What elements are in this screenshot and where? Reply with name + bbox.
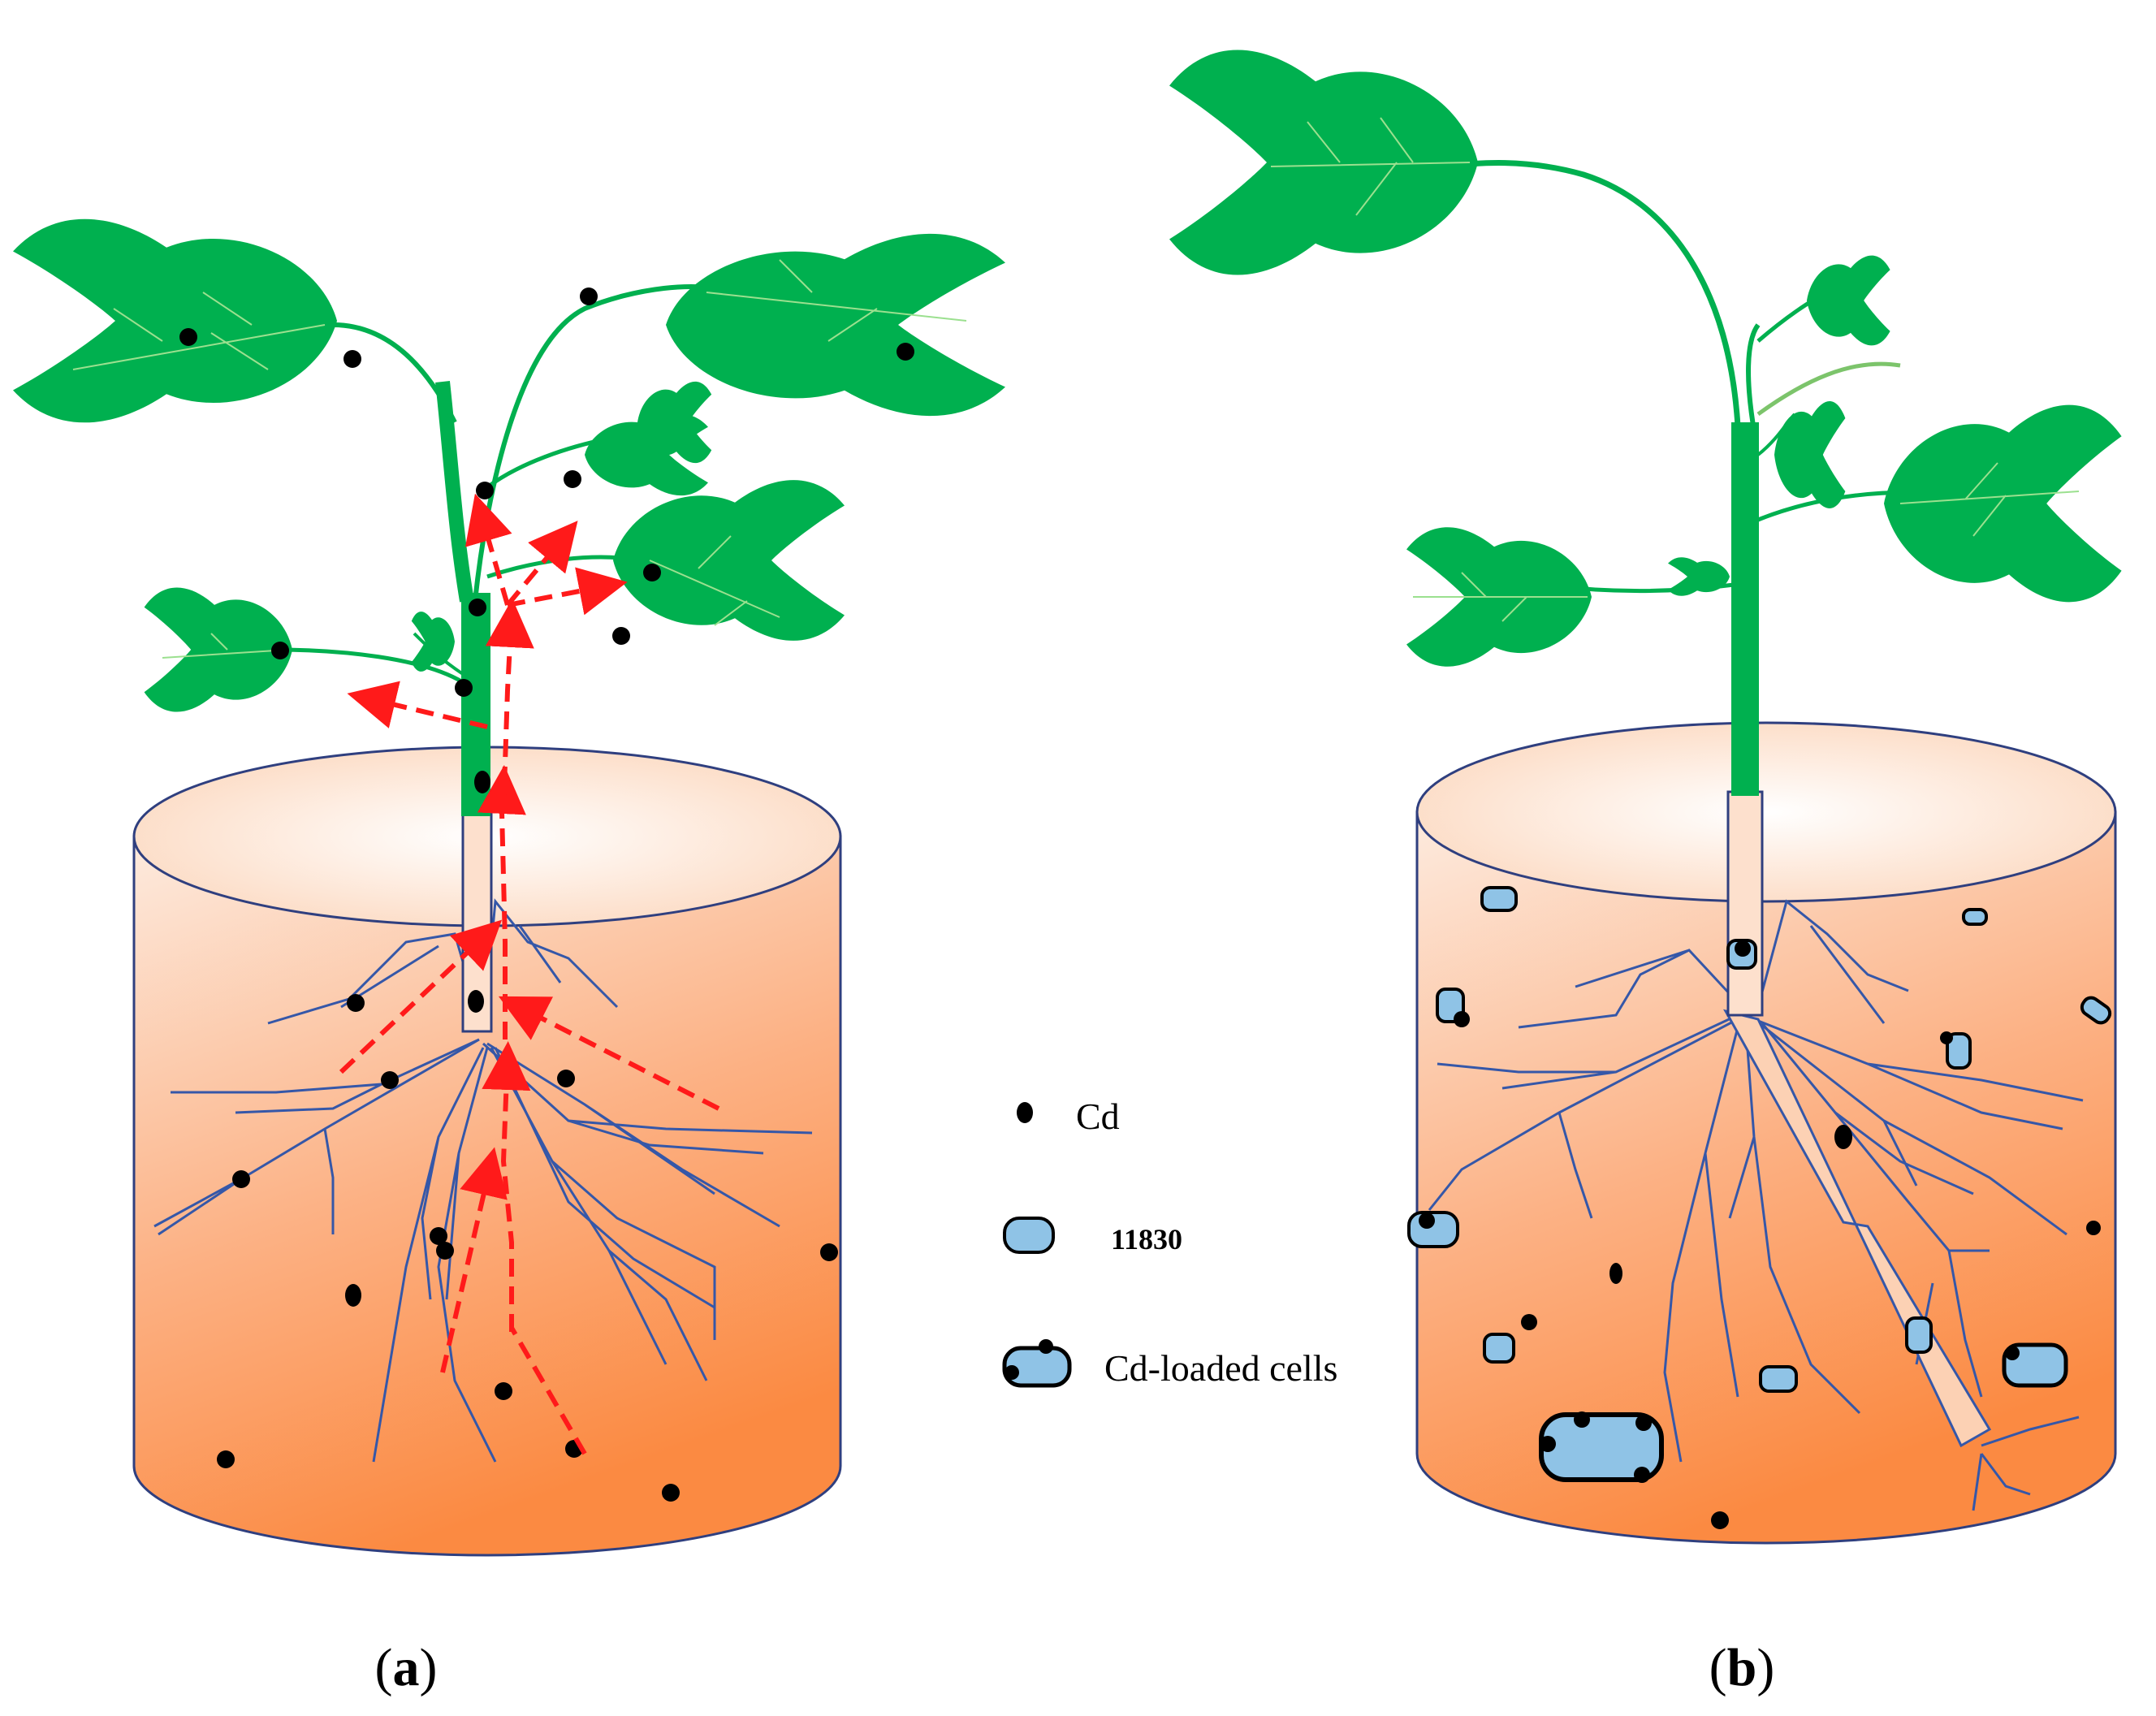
loaded-cell	[2002, 1342, 2068, 1388]
cd-particle	[469, 599, 486, 616]
cd-particle	[2086, 1221, 2101, 1235]
cd-particle	[1454, 1011, 1470, 1027]
leaf-a-mid-right	[613, 480, 845, 641]
bacterial-cell	[1905, 1316, 1933, 1354]
cd-particle	[232, 1170, 250, 1188]
cd-particles-b	[1419, 940, 2101, 1529]
cd-particle	[662, 1484, 680, 1502]
leaf-b-bud	[1668, 557, 1730, 596]
cd-particle	[468, 990, 484, 1013]
leaf-veins-b	[1270, 117, 2080, 622]
legend-loaded-label: Cd-loaded cells	[1104, 1347, 1337, 1389]
leaf-b-small-1	[1807, 255, 1890, 346]
cd-particle	[381, 1071, 399, 1089]
cd-particle	[1711, 1511, 1729, 1529]
leaf-b-right	[1884, 404, 2122, 603]
arrow-upper-leaf	[505, 521, 578, 607]
cd-particle	[643, 564, 661, 581]
bacterial-cell	[1962, 908, 1988, 926]
cd-particle	[897, 343, 914, 361]
leaf-a-low-left	[144, 587, 292, 712]
cd-particle	[1834, 1125, 1852, 1149]
arrow-left-in	[339, 919, 503, 1074]
panel-label-a: (a)	[375, 1638, 438, 1697]
cd-particle	[271, 642, 289, 659]
cd-particle	[476, 482, 494, 499]
cd-particle	[179, 328, 197, 346]
arrow-stem-top	[485, 599, 534, 813]
bacterial-cell	[1483, 1333, 1515, 1364]
cd-particle	[1609, 1263, 1622, 1284]
stem-b	[1445, 160, 1958, 796]
legend-strain-label: 11830	[1111, 1223, 1182, 1256]
cd-particle	[820, 1243, 838, 1261]
leaf-a-top-right	[666, 233, 1005, 417]
cd-particle	[1419, 1212, 1435, 1229]
bacterial-cell	[2080, 996, 2112, 1025]
arrow-right-leaf	[507, 567, 628, 616]
cd-particle	[455, 679, 473, 697]
arrow-root-left	[440, 1147, 508, 1373]
cd-particle	[1634, 1467, 1650, 1483]
cd-particle	[1540, 1436, 1556, 1452]
leaf-a-top-left	[13, 218, 337, 423]
cd-particle	[2005, 1346, 2020, 1360]
pot-b	[1415, 721, 2117, 1545]
panel-label-b: (b)	[1709, 1638, 1775, 1697]
cd-particle	[1735, 940, 1751, 957]
cd-particle	[495, 1382, 512, 1400]
legend-strain-swatch	[1003, 1217, 1055, 1254]
cd-particle	[217, 1450, 235, 1468]
cd-particle	[436, 1242, 454, 1260]
arrow-soil-in	[509, 1326, 587, 1455]
cd-particle	[345, 1284, 361, 1307]
legend-item-cd: Cd	[1017, 1096, 1120, 1137]
legend-item-strain: 11830	[1003, 1217, 1182, 1256]
cd-particle	[1521, 1314, 1537, 1330]
legend-cd-swatch	[1017, 1102, 1033, 1123]
stem-base-b	[1726, 790, 1764, 1017]
legend: Cd 11830 Cd-loaded cells	[1002, 1096, 1337, 1389]
transport-arrows-a	[339, 493, 720, 1455]
cd-particle	[612, 627, 630, 645]
leaf-b-small-2	[1774, 401, 1846, 508]
roots-b	[1428, 899, 2084, 1511]
bacterial-cell	[1480, 886, 1518, 912]
cd-particle	[474, 771, 490, 793]
bacterial-cell	[1946, 1032, 1972, 1070]
cd-particle	[564, 470, 581, 488]
arrow-right-in	[498, 996, 720, 1111]
cd-particle	[1635, 1415, 1652, 1431]
cd-particle	[557, 1070, 575, 1087]
cd-particle	[347, 994, 365, 1012]
arrow-root-up	[482, 1041, 531, 1332]
cd-particle	[1574, 1411, 1590, 1428]
cd-particle	[343, 350, 361, 368]
cd-particle	[430, 1227, 447, 1245]
arrow-top	[464, 493, 512, 606]
bacterial-cell	[1759, 1365, 1798, 1393]
roots-a	[153, 898, 813, 1463]
leaves-b	[1169, 50, 2122, 667]
panel-b: (b)	[1169, 50, 2122, 1697]
panel-a: (a)	[13, 218, 1005, 1697]
cd-particle	[580, 287, 598, 305]
legend-loaded-swatch	[1002, 1346, 1072, 1388]
legend-item-loaded: Cd-loaded cells	[1002, 1339, 1337, 1389]
cd-particle	[1940, 1031, 1953, 1044]
arrow-left-leaf	[347, 681, 488, 729]
bacterial-cells-b	[1407, 886, 2112, 1482]
leaf-veins-a	[72, 259, 967, 659]
legend-cd-label: Cd	[1076, 1096, 1120, 1137]
